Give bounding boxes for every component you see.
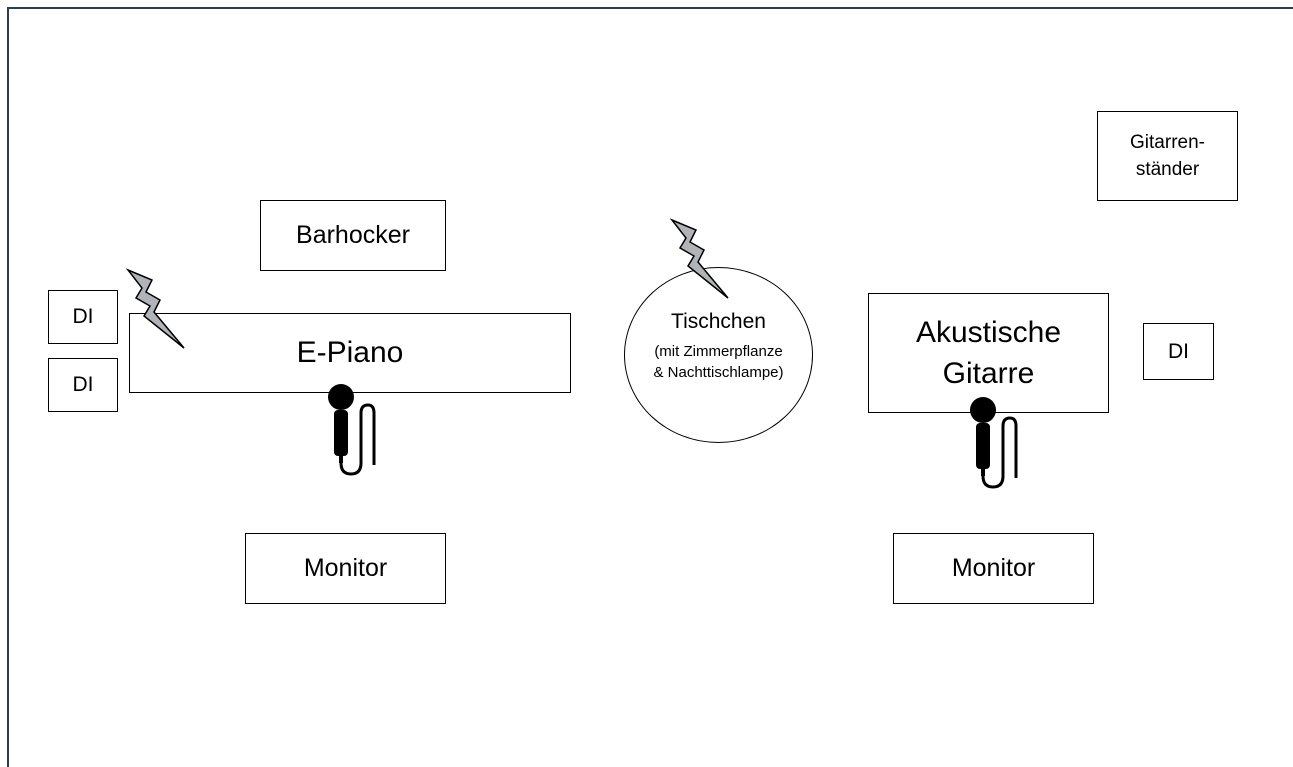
monitor-label: Monitor: [951, 554, 1036, 582]
tischchen-line2: & Nachttischlampe): [653, 364, 784, 381]
tischchen-title: Tischchen: [671, 310, 766, 333]
di-box-left-bottom: DI: [48, 358, 118, 412]
akustische-gitarre-line2: Gitarre: [942, 357, 1035, 390]
di-label: DI: [72, 373, 94, 396]
diagram-frame: [7, 7, 1293, 767]
monitor-box-left: Monitor: [245, 533, 446, 604]
di-label: DI: [72, 305, 94, 328]
gitarrenstaender-line2: ständer: [1135, 159, 1200, 180]
power-bolt-icon: [669, 218, 729, 299]
gitarrenstaender-box: Gitarren- ständer: [1097, 111, 1238, 201]
di-box-right: DI: [1143, 323, 1214, 380]
akustische-gitarre-box: Akustische Gitarre: [868, 293, 1109, 413]
microphone-icon: [328, 384, 376, 476]
tischchen-circle: Tischchen (mit Zimmerpflanze & Nachttisc…: [624, 267, 813, 443]
monitor-box-right: Monitor: [893, 533, 1094, 604]
e-piano-box: E-Piano: [129, 313, 571, 393]
barhocker-label: Barhocker: [296, 221, 410, 249]
microphone-icon: [970, 397, 1018, 489]
akustische-gitarre-line1: Akustische: [915, 316, 1062, 349]
monitor-label: Monitor: [303, 554, 388, 582]
gitarrenstaender-line1: Gitarren-: [1130, 132, 1205, 153]
tischchen-line1: (mit Zimmerpflanze: [654, 343, 783, 360]
e-piano-label: E-Piano: [296, 336, 404, 369]
di-box-left-top: DI: [48, 290, 118, 344]
di-label: DI: [1168, 339, 1189, 363]
power-bolt-icon: [125, 268, 185, 349]
barhocker-box: Barhocker: [260, 200, 446, 271]
